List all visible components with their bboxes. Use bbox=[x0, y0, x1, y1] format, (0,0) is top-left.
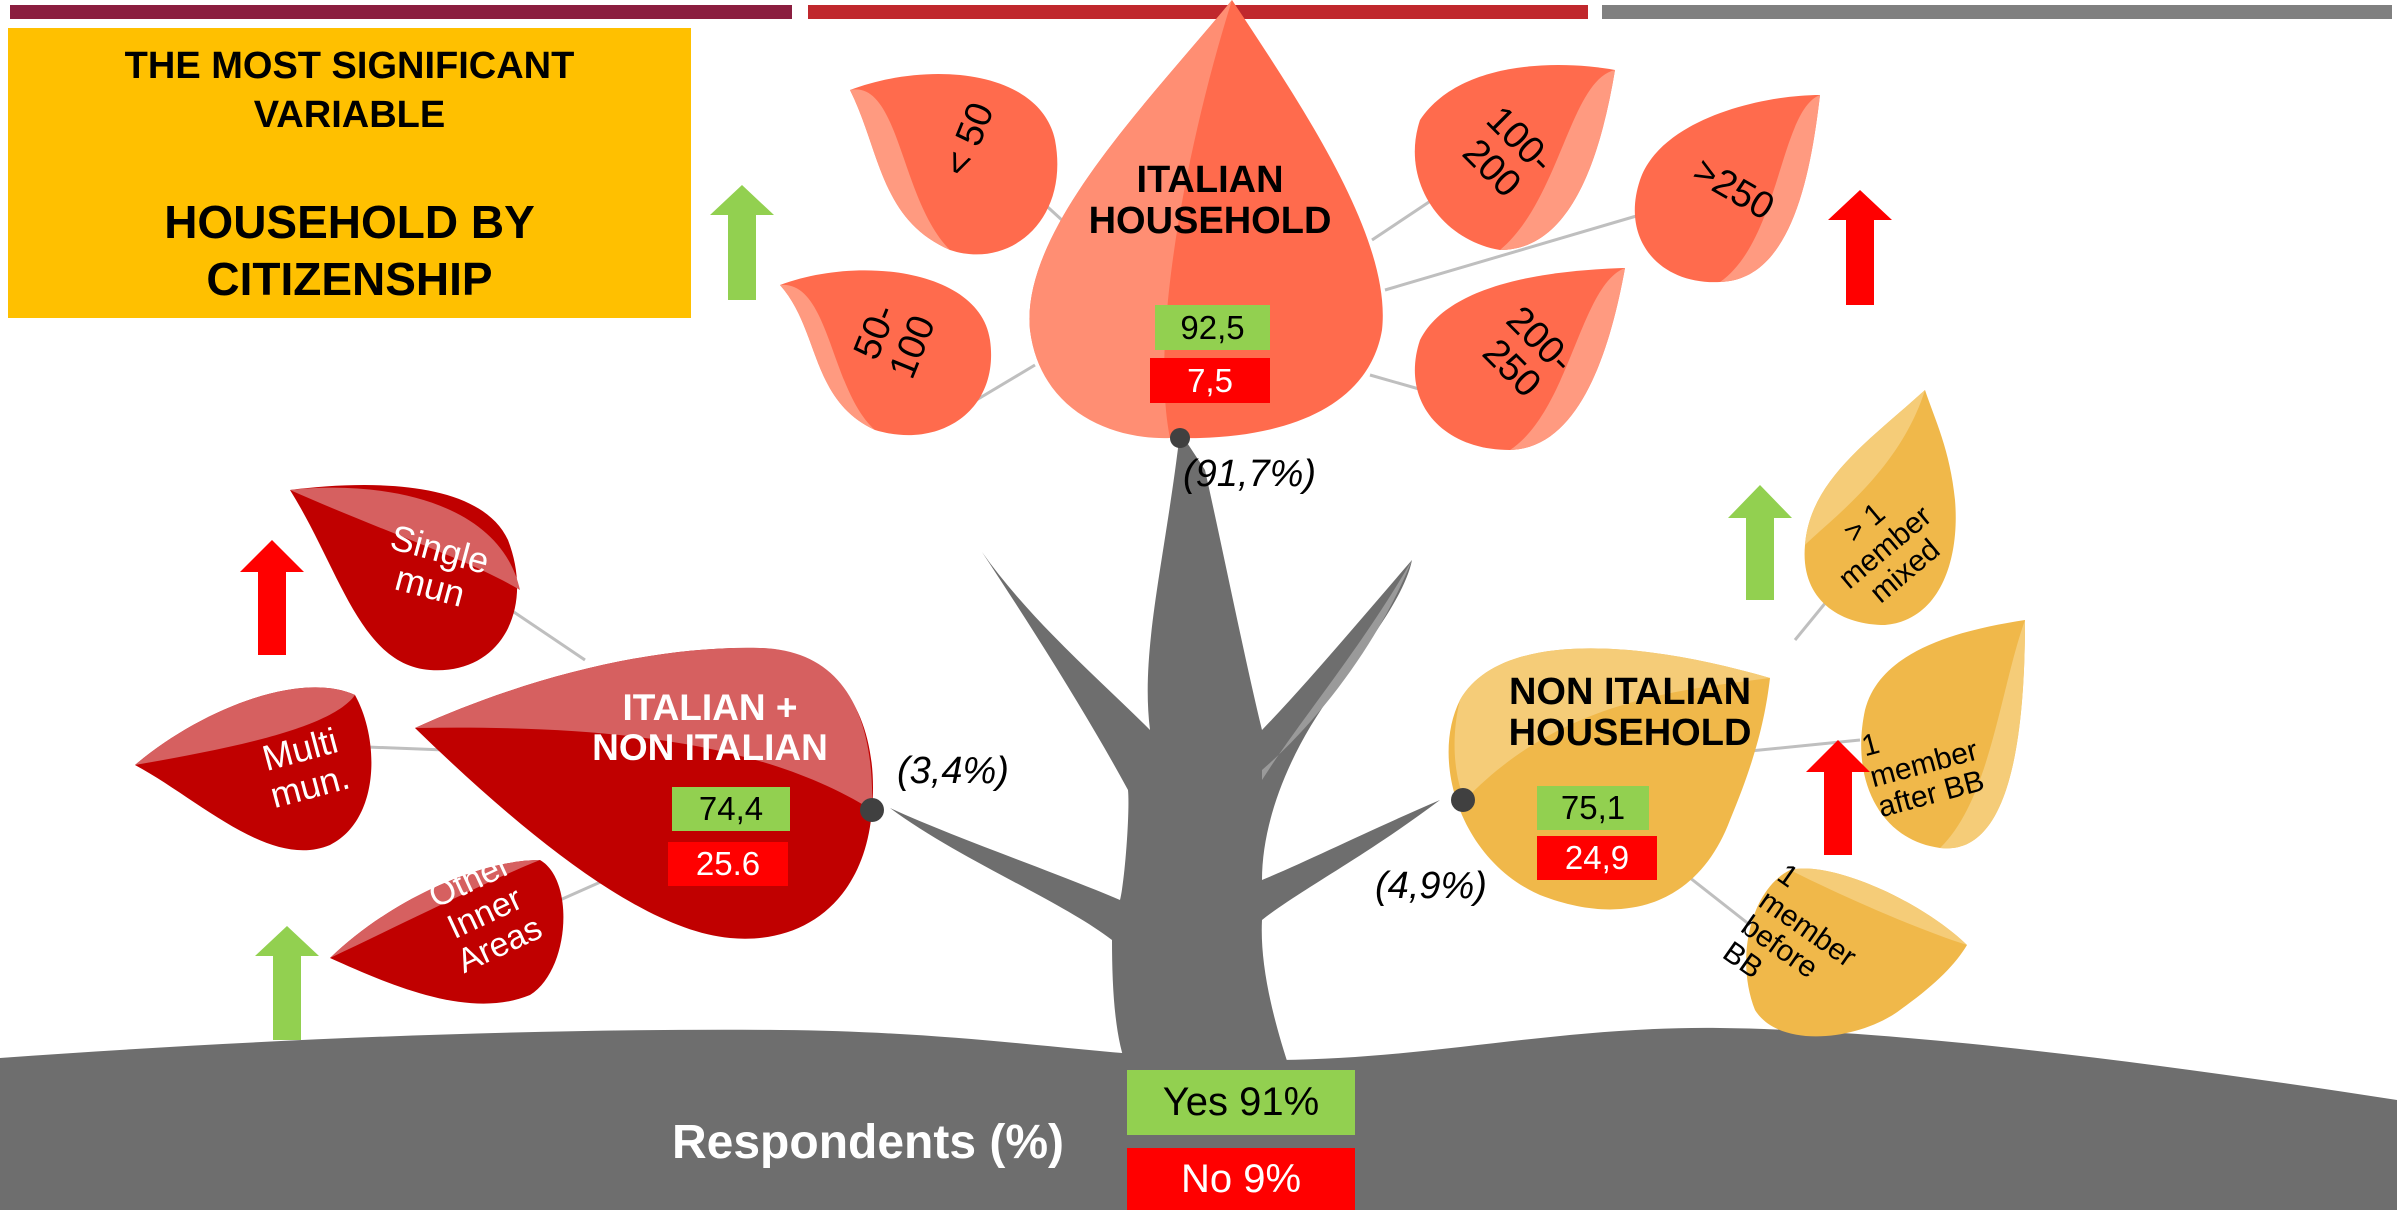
top-bar-middle bbox=[808, 5, 1588, 19]
respondents-yes: Yes 91% bbox=[1127, 1070, 1355, 1135]
mixed-no-value: 25.6 bbox=[668, 842, 788, 886]
title-box: THE MOST SIGNIFICANT VARIABLE HOUSEHOLD … bbox=[8, 28, 691, 318]
non-italian-share: (4,9%) bbox=[1375, 865, 1487, 907]
italian-node bbox=[1170, 428, 1190, 448]
down-arrow-italian bbox=[1828, 190, 1892, 305]
up-arrow-mixed bbox=[255, 926, 319, 1040]
mixed-household-leaf-shade bbox=[415, 647, 873, 810]
non-italian-no-value: 24,9 bbox=[1537, 836, 1657, 880]
up-arrow-italian bbox=[710, 185, 774, 300]
non-italian-sub-leaves bbox=[1746, 390, 2025, 1037]
non-italian-household-leaf-shade bbox=[1454, 648, 1770, 800]
mixed-node bbox=[860, 798, 884, 822]
italian-no-value: 7,5 bbox=[1150, 358, 1270, 403]
title-line-2: HOUSEHOLD BY CITIZENSHIP bbox=[164, 196, 535, 305]
tree-trunk bbox=[890, 432, 1440, 1070]
down-arrow-non-italian bbox=[1806, 740, 1870, 855]
italian-yes-value: 92,5 bbox=[1155, 305, 1270, 350]
italian-household-leaf-shade bbox=[1029, 0, 1232, 439]
respondents-no: No 9% bbox=[1127, 1148, 1355, 1210]
non-italian-household-label: NON ITALIAN HOUSEHOLD bbox=[1508, 671, 1752, 755]
mixed-household-label: ITALIAN + NON ITALIAN bbox=[592, 687, 828, 768]
non-italian-node bbox=[1451, 788, 1475, 812]
top-bar-right bbox=[1602, 5, 2392, 19]
title-line-1: THE MOST SIGNIFICANT VARIABLE bbox=[124, 45, 575, 136]
italian-share: (91,7%) bbox=[1183, 453, 1317, 495]
mixed-share: (3,4%) bbox=[897, 750, 1009, 792]
italian-household-label: ITALIAN HOUSEHOLD bbox=[1088, 159, 1332, 243]
respondents-label: Respondents (%) bbox=[672, 1116, 1065, 1169]
down-arrow-mixed bbox=[240, 540, 304, 655]
italian-sub-leaves bbox=[780, 65, 1820, 450]
non-italian-yes-value: 75,1 bbox=[1537, 786, 1649, 830]
top-bar-left bbox=[10, 5, 792, 19]
mixed-sub-leaves bbox=[135, 485, 564, 1004]
up-arrow-non-italian bbox=[1728, 485, 1792, 600]
connector-lines bbox=[366, 196, 1861, 927]
mixed-yes-value: 74,4 bbox=[672, 787, 790, 831]
